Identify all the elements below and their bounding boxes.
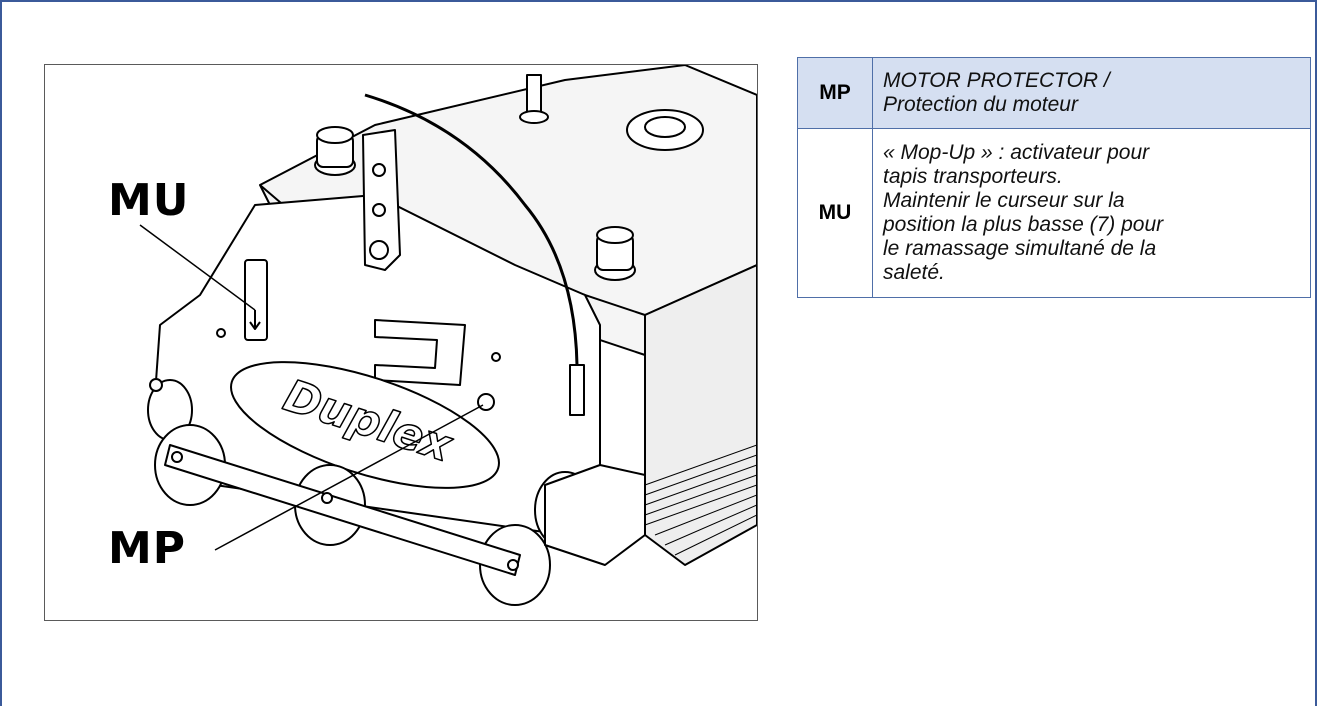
legend-code-mp: MP xyxy=(797,57,873,129)
panel-recess xyxy=(374,319,466,386)
legend-desc-mp: MOTOR PROTECTOR / Protection du moteur xyxy=(872,57,1311,129)
mop-up-slot xyxy=(244,259,268,341)
desc-line: le ramassage simultané de la xyxy=(883,237,1157,260)
knob-right xyxy=(594,226,636,281)
legend-row-mu: MU « Mop-Up » : activateur pour tapis tr… xyxy=(797,128,1311,298)
screw xyxy=(491,352,501,362)
legend-table: MP MOTOR PROTECTOR / Protection du moteu… xyxy=(797,57,1311,298)
cable-plug xyxy=(569,364,585,416)
callout-label-mp: MP xyxy=(108,523,187,574)
legend-row-mp: MP MOTOR PROTECTOR / Protection du moteu… xyxy=(797,57,1311,129)
power-cable xyxy=(364,93,579,366)
handle-bracket xyxy=(362,129,401,271)
top-valve xyxy=(519,74,549,124)
legend-desc-mu: « Mop-Up » : activateur pour tapis trans… xyxy=(872,128,1311,298)
motor-protector-button xyxy=(477,393,495,411)
callout-label-mu: MU xyxy=(108,175,190,226)
desc-line: saleté. xyxy=(883,261,945,284)
duplex-logo-oval xyxy=(230,361,500,489)
desc-line: Maintenir le curseur sur la xyxy=(883,189,1125,212)
machine-brush-ribs xyxy=(644,444,757,556)
legend-code-mu: MU xyxy=(797,128,873,298)
knob-left xyxy=(314,126,356,176)
mu-leader-line xyxy=(139,224,256,311)
machine-right-side xyxy=(644,264,757,566)
duplex-machine-drawing: Duplex xyxy=(139,65,757,606)
machine-illustration: Duplex xyxy=(44,64,758,621)
desc-line: Protection du moteur xyxy=(883,93,1078,116)
right-end-bracket xyxy=(544,464,646,566)
desc-line: MOTOR PROTECTOR / xyxy=(883,69,1110,92)
desc-line: tapis transporteurs. xyxy=(883,165,1063,188)
desc-line: position la plus basse (7) pour xyxy=(883,213,1164,236)
screw xyxy=(216,328,226,338)
bumper-bar xyxy=(164,444,521,576)
mop-up-slider xyxy=(249,310,261,330)
mp-leader-line xyxy=(214,404,484,551)
desc-line: « Mop-Up » : activateur pour xyxy=(883,141,1150,164)
top-ring xyxy=(626,109,704,151)
